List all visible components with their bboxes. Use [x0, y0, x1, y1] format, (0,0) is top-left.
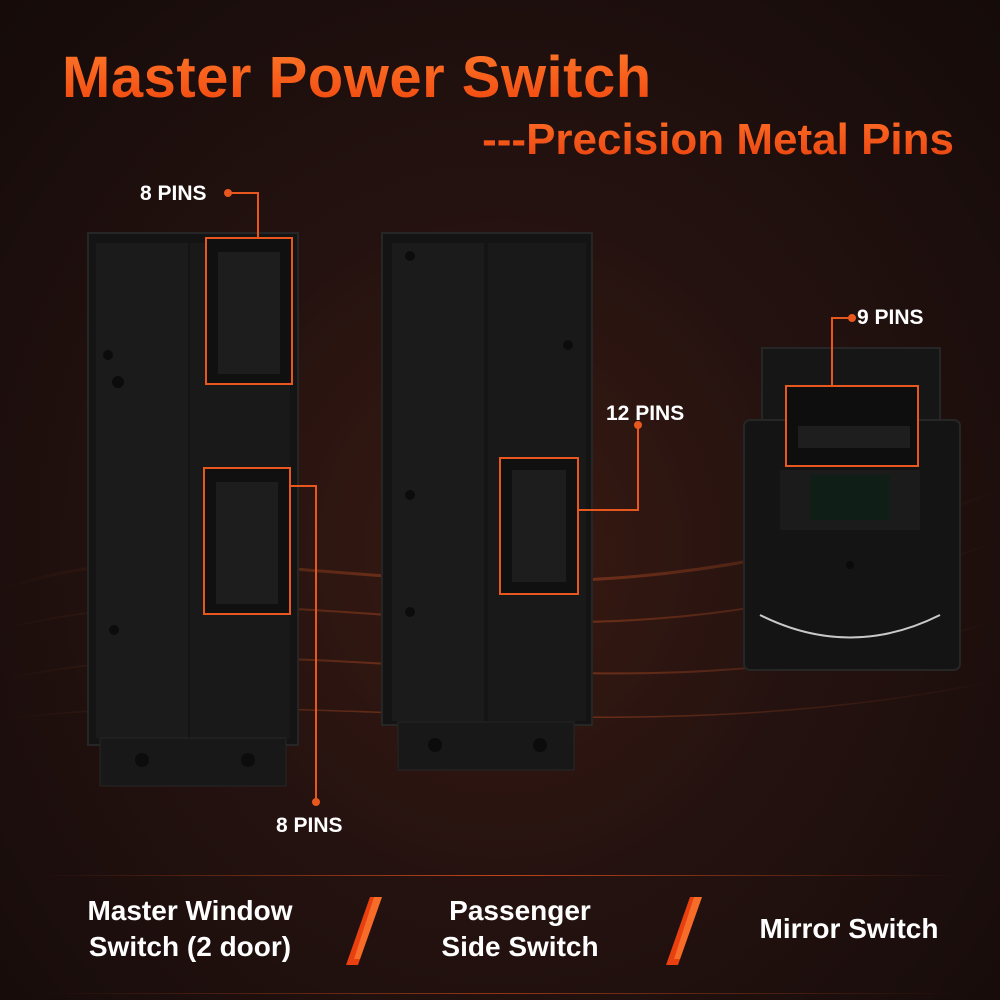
callout-8-pins-bottom: 8 PINS: [276, 814, 343, 837]
callout-12-pins: 12 PINS: [606, 402, 685, 425]
master-window-switch-image: [87, 232, 299, 787]
callout-9-pins: 9 PINS: [857, 306, 924, 329]
product-label-bar: Master Window Switch (2 door) Passenger …: [0, 875, 1000, 1000]
slash-divider-icon: [346, 897, 382, 965]
product-label-passenger-line2: Side Switch: [441, 931, 599, 962]
callout-8-pins-top: 8 PINS: [140, 182, 207, 205]
product-label-master-line1: Master Window: [87, 895, 293, 926]
product-label-mirror: Mirror Switch: [740, 911, 958, 947]
slash-divider-icon: [666, 897, 702, 965]
page-subtitle: ---Precision Metal Pins: [482, 115, 954, 164]
page-title: Master Power Switch: [62, 45, 652, 110]
product-label-master-line2: Switch (2 door): [88, 931, 292, 962]
mirror-switch-image: [743, 347, 961, 671]
divider-top: [40, 875, 960, 876]
passenger-side-switch-image: [381, 232, 593, 771]
product-label-passenger-line1: Passenger: [449, 895, 591, 926]
product-label-master: Master Window Switch (2 door): [60, 893, 320, 965]
product-label-passenger: Passenger Side Switch: [410, 893, 630, 965]
product-illustration: [87, 189, 961, 806]
product-label-mirror-line1: Mirror Switch: [759, 913, 939, 944]
divider-bottom: [40, 993, 960, 994]
callout-lines: [224, 189, 856, 806]
